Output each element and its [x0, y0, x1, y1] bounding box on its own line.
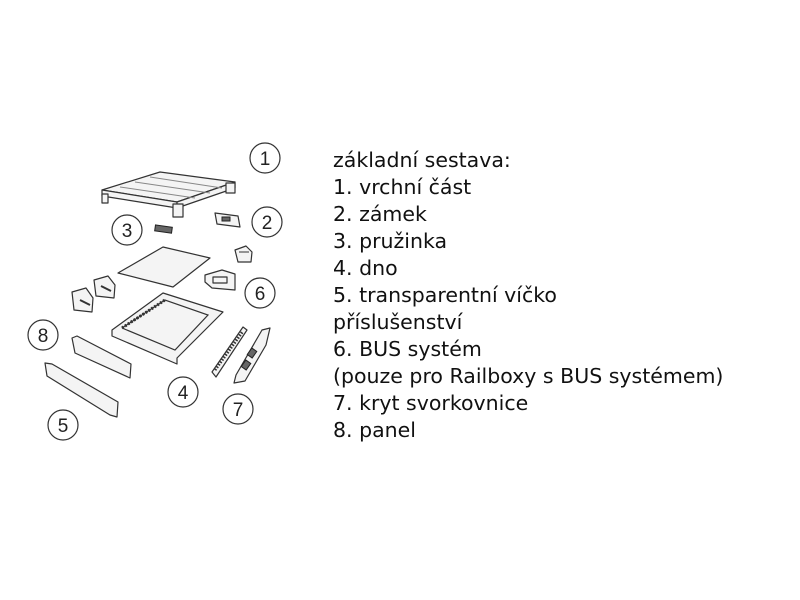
legend-subheading: příslušenství	[333, 310, 463, 334]
part-base-plate	[117, 246, 211, 288]
svg-text:6: 6	[255, 284, 266, 305]
svg-text:7: 7	[233, 400, 244, 421]
legend-item: 7. kryt svorkovnice	[333, 391, 529, 415]
part-clips	[71, 275, 116, 313]
parts-legend: základní sestava: 1. vrchní část 2. záme…	[333, 147, 723, 444]
callout-3: 3	[111, 214, 143, 246]
callout-8: 8	[27, 319, 59, 351]
svg-text:8: 8	[38, 326, 49, 347]
callout-7: 7	[222, 393, 254, 425]
legend-item: 5. transparentní víčko	[333, 283, 557, 307]
part-panel	[71, 335, 132, 379]
legend-item: 2. zámek	[333, 202, 427, 226]
svg-text:4: 4	[178, 383, 189, 404]
part-bus-system	[204, 245, 253, 291]
callout-1: 1	[249, 142, 281, 174]
legend-item: 6. BUS systém	[333, 337, 482, 361]
part-spring	[154, 224, 173, 234]
callout-2: 2	[251, 206, 283, 238]
part-terminal-cover	[211, 326, 271, 384]
part-lock	[214, 212, 241, 228]
callout-6: 6	[244, 277, 276, 309]
part-bottom-tray	[111, 292, 224, 365]
legend-item: 3. pružinka	[333, 229, 448, 253]
svg-text:3: 3	[122, 221, 133, 242]
legend-item: 1. vrchní část	[333, 175, 472, 199]
part-top-cover	[101, 171, 236, 218]
legend-heading: základní sestava:	[333, 148, 511, 172]
svg-text:2: 2	[262, 213, 273, 234]
legend-note: (pouze pro Railboxy s BUS systémem)	[333, 364, 724, 388]
callout-5: 5	[47, 409, 79, 441]
svg-text:1: 1	[260, 149, 271, 170]
legend-item: 8. panel	[333, 418, 416, 442]
legend-item: 4. dno	[333, 256, 398, 280]
callout-4: 4	[167, 376, 199, 408]
svg-text:5: 5	[58, 416, 69, 437]
part-transparent-lid	[44, 362, 119, 418]
